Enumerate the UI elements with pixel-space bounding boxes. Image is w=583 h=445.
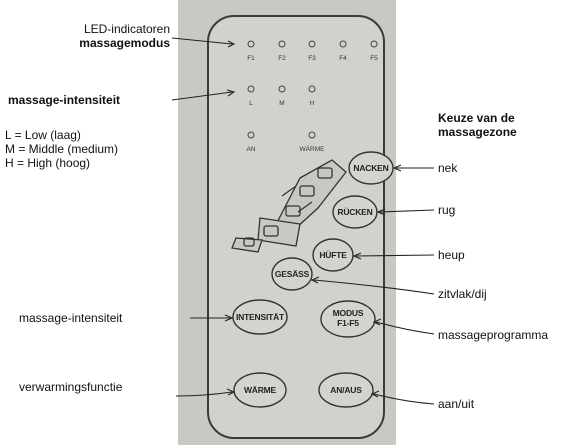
program-label: massageprogramma xyxy=(438,328,548,342)
led-f1-label: F1 xyxy=(247,55,255,62)
led-indicators-title: LED-indicatoren xyxy=(79,22,170,36)
waerme-button-label: WÄRME xyxy=(244,385,277,395)
led-f5-label: F5 xyxy=(370,55,378,62)
neck-label: nek xyxy=(438,161,457,175)
ruecken-button-label: RÜCKEN xyxy=(337,207,372,217)
led-heat-label: WÄRME xyxy=(300,145,326,153)
heating-label: verwarmingsfunctie xyxy=(19,380,122,394)
an-aus-button[interactable]: AN/AUS xyxy=(319,373,373,407)
huefte-button[interactable]: HÜFTE xyxy=(313,239,353,271)
waerme-button[interactable]: WÄRME xyxy=(234,373,286,407)
nacken-button[interactable]: NACKEN xyxy=(349,152,393,184)
intensity-button-label: massage-intensiteit xyxy=(19,311,122,325)
zone-title-line2: massagezone xyxy=(438,125,517,139)
led-f4-label: F4 xyxy=(339,55,347,62)
modus-button-label-line1: MODUS xyxy=(333,308,364,318)
intensitaet-button[interactable]: INTENSITÄT xyxy=(233,300,287,334)
ruecken-button[interactable]: RÜCKEN xyxy=(333,196,377,228)
led-middle-label: M xyxy=(279,100,284,107)
led-on-label: AN xyxy=(246,146,255,153)
pointer-neck xyxy=(394,165,434,171)
gesaess-button[interactable]: GESÄSS xyxy=(272,258,312,290)
back-label: rug xyxy=(438,203,455,217)
an-aus-button-label: AN/AUS xyxy=(330,385,362,395)
modus-button[interactable]: MODUS F1-F5 xyxy=(321,301,375,337)
led-high-label: H xyxy=(310,100,315,107)
nacken-button-label: NACKEN xyxy=(353,163,388,173)
modus-button-label-line2: F1-F5 xyxy=(337,318,359,328)
seat-label: zitvlak/dij xyxy=(438,287,487,301)
led-indicators-label: LED-indicatoren massagemodus xyxy=(79,22,170,50)
led-f3-label: F3 xyxy=(308,55,316,62)
led-indicators-subtitle: massagemodus xyxy=(79,36,170,50)
led-low-label: L xyxy=(249,100,253,107)
gesaess-button-label: GESÄSS xyxy=(275,269,310,279)
hip-label: heup xyxy=(438,248,465,262)
legend-middle: M = Middle (medium) xyxy=(5,142,118,156)
intensity-title: massage-intensiteit xyxy=(8,93,120,107)
intensity-legend: L = Low (laag) M = Middle (medium) H = H… xyxy=(5,128,118,170)
led-f2-label: F2 xyxy=(278,55,286,62)
zone-title: Keuze van de massagezone xyxy=(438,111,517,139)
legend-high: H = High (hoog) xyxy=(5,156,118,170)
huefte-button-label: HÜFTE xyxy=(319,250,347,260)
legend-low: L = Low (laag) xyxy=(5,128,118,142)
intensitaet-button-label: INTENSITÄT xyxy=(236,312,285,322)
zone-title-line1: Keuze van de xyxy=(438,111,517,125)
power-label: aan/uit xyxy=(438,397,474,411)
